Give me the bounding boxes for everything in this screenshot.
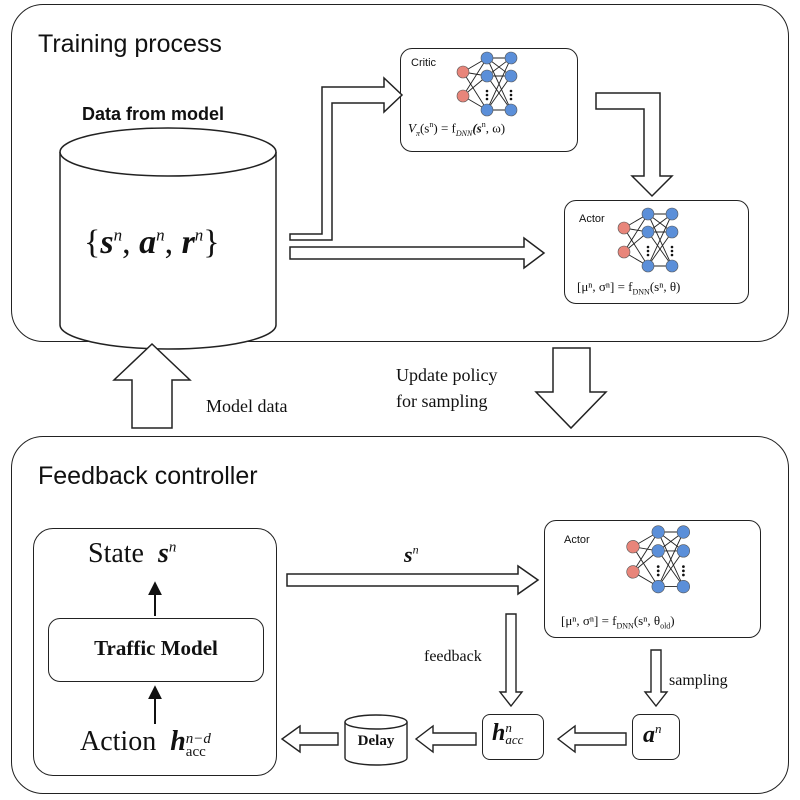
traffic-model-box <box>48 618 264 682</box>
actor-label-feedback: Actor <box>564 534 590 546</box>
state-arrow-label: sn <box>404 542 419 567</box>
a-n-box <box>632 714 680 760</box>
model-data-label: Model data <box>206 396 288 416</box>
traffic-model-label: Traffic Model <box>94 636 218 660</box>
state-label: State sn <box>88 538 177 569</box>
delay-label: Delay <box>357 733 395 749</box>
training-process-title: Training process <box>38 30 222 58</box>
dataset-tuple: {sn, an, rn} <box>84 224 220 261</box>
model-data-up-arrow <box>112 342 192 429</box>
feedback-controller-title: Feedback controller <box>38 462 258 490</box>
critic-formula: Vπ(sn) = fDNN(sn, ω) <box>408 120 506 138</box>
sampling-label: sampling <box>669 672 728 689</box>
actor-label-training: Actor <box>579 213 605 225</box>
feedback-label: feedback <box>424 648 482 665</box>
h-acc-box <box>482 714 544 760</box>
actor-formula-feedback: [μⁿ, σⁿ] = fDNN(sⁿ, θold) <box>561 613 675 631</box>
update-policy-down-arrow <box>534 347 608 430</box>
a-n-label: an <box>643 721 662 748</box>
data-from-model-label: Data from model <box>82 104 225 124</box>
actor-formula-training: [μⁿ, σⁿ] = fDNN(sⁿ, θ) <box>577 279 681 297</box>
critic-label: Critic <box>411 57 437 69</box>
update-policy-label: Update policy for sampling <box>396 365 498 411</box>
